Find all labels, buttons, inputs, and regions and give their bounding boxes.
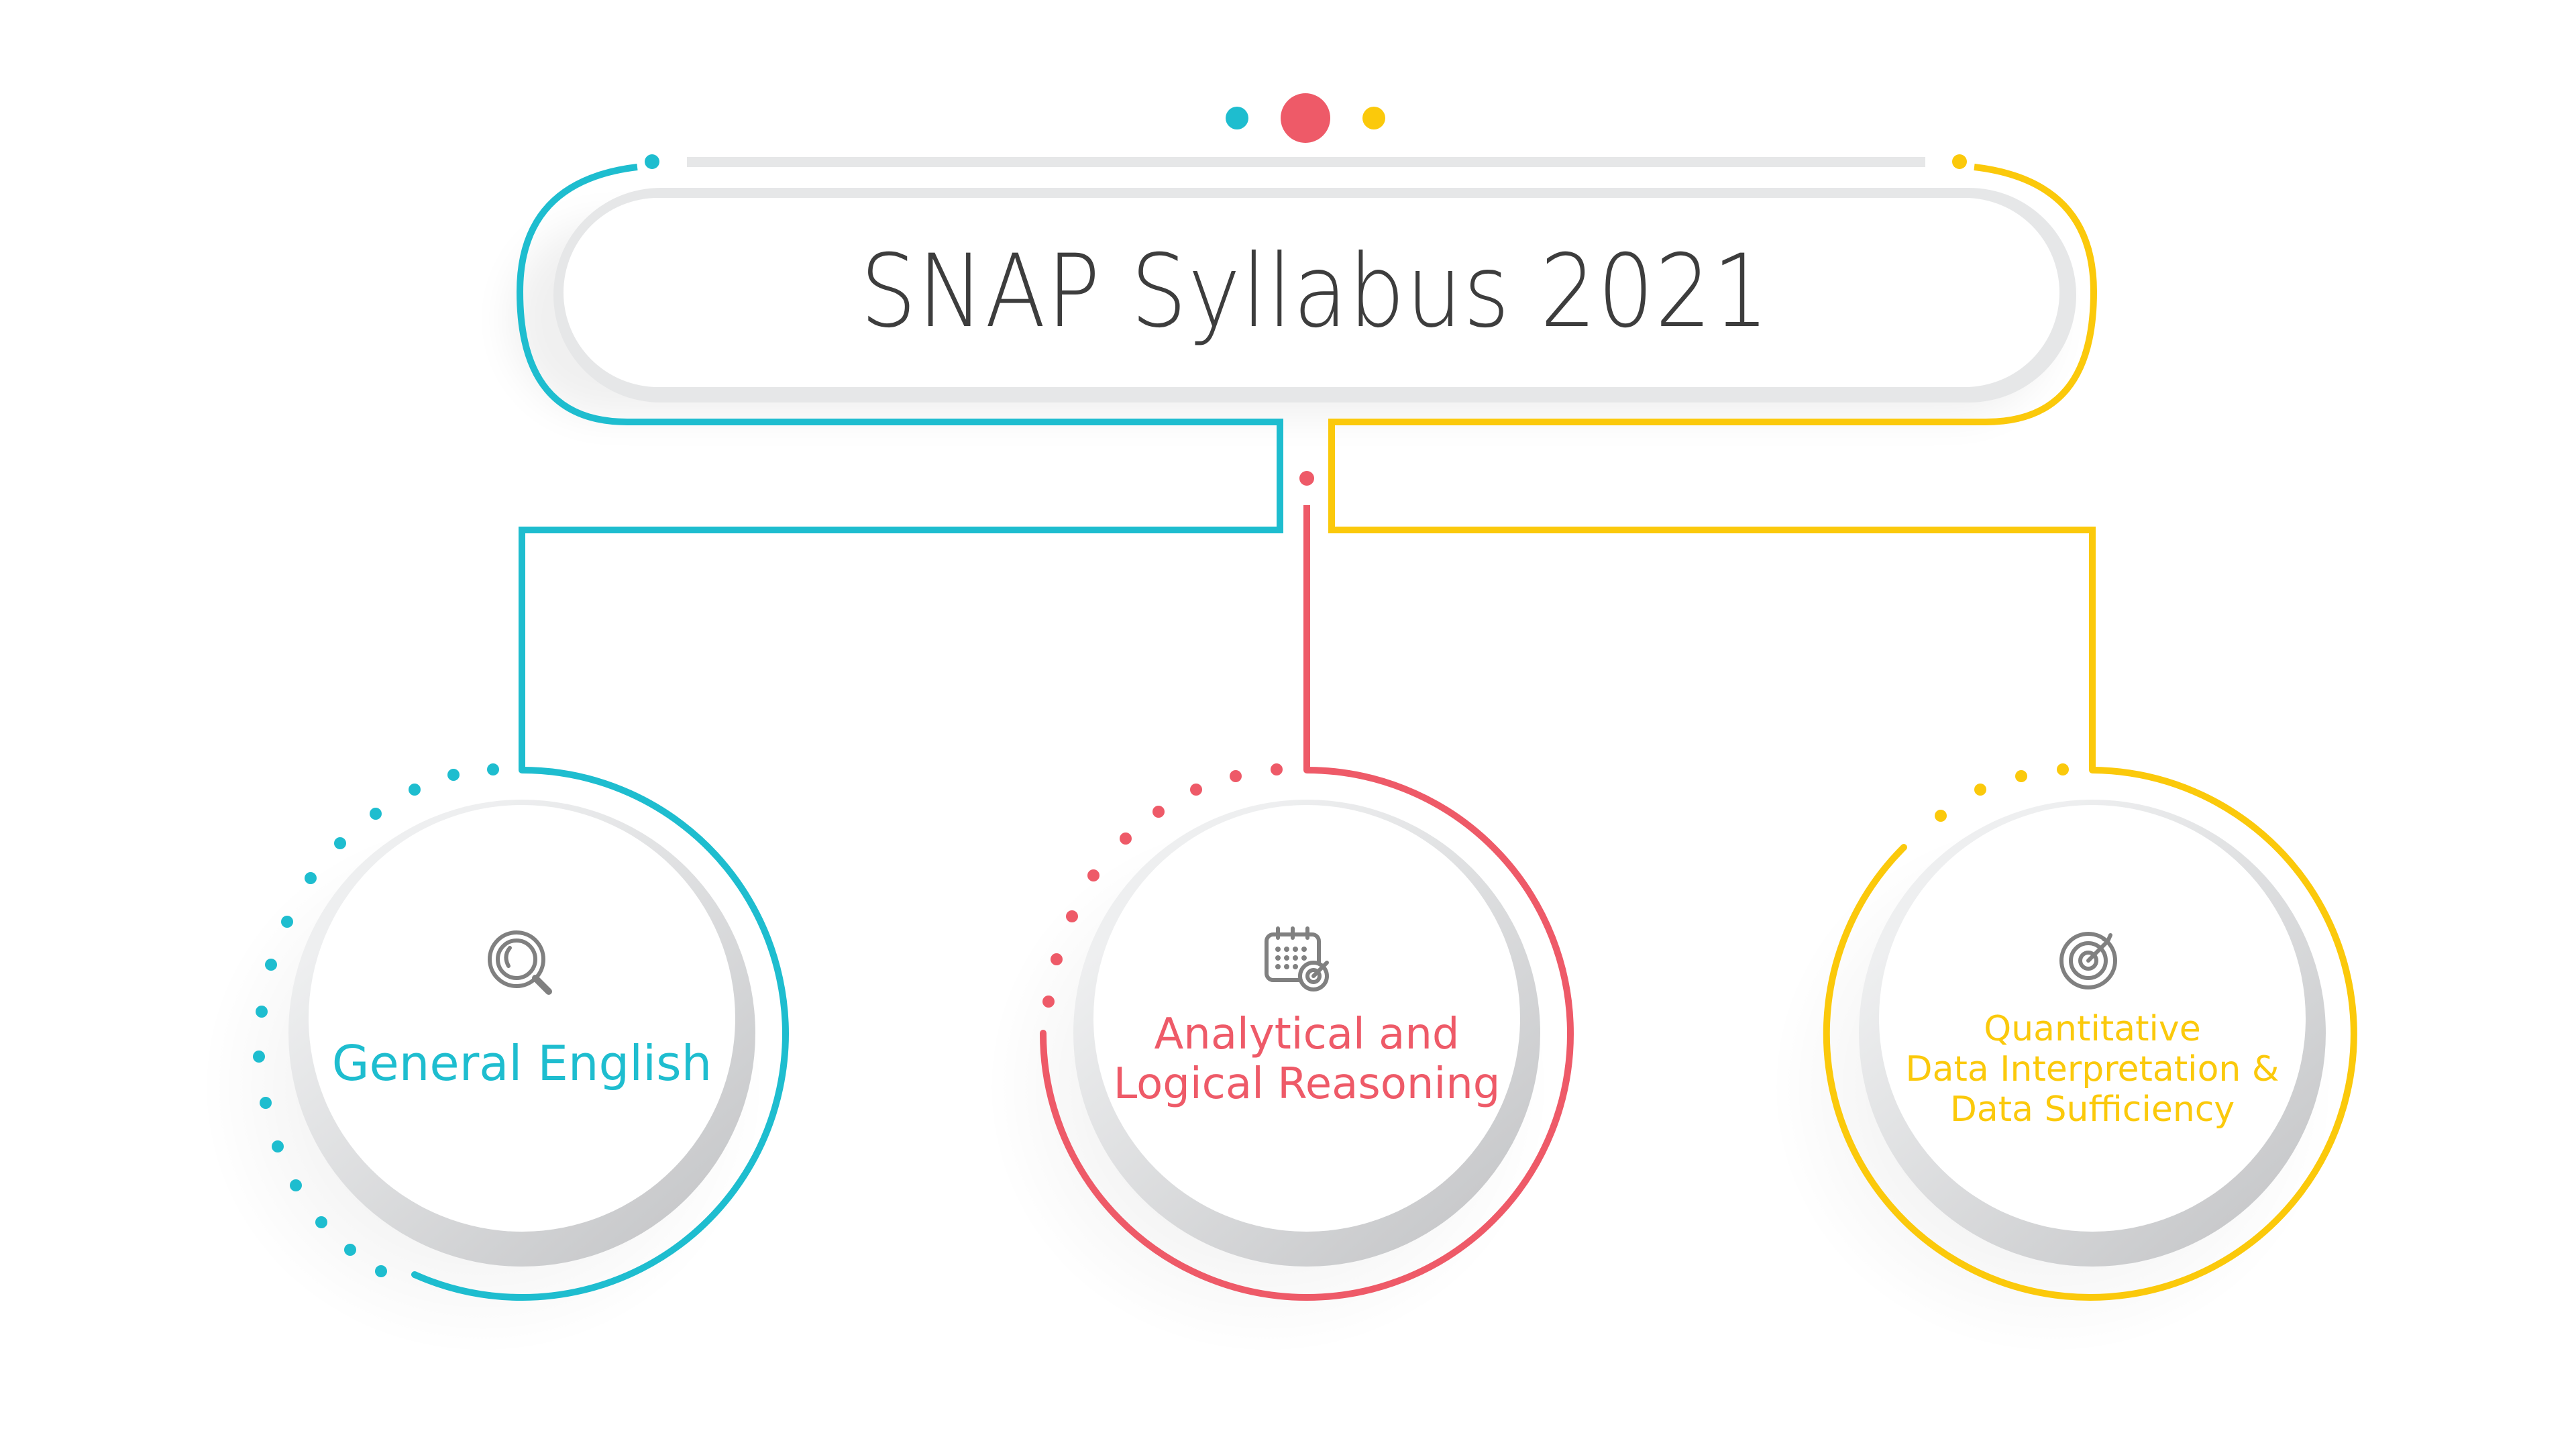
calendar-target-icon (1265, 926, 1329, 991)
title-pill (510, 188, 2076, 416)
node-analytical-reasoning (986, 763, 1574, 1355)
dot-red (1281, 93, 1330, 143)
label-line: Data Sufficiency (1949, 1089, 2235, 1130)
dotted-arc (1042, 763, 1283, 1008)
bar-dot-left (645, 154, 659, 169)
page-title: SNAP Syllabus 2021 (860, 233, 1770, 350)
label-line: Data Interpretation & (1905, 1049, 2279, 1090)
node-quantitative (1771, 763, 2357, 1355)
label-line: General English (331, 1034, 712, 1091)
section-label-analytical-reasoning: Analytical and Logical Reasoning (1092, 1000, 1521, 1120)
bar-dot-right (1952, 154, 1967, 169)
teal-connector (516, 164, 1283, 770)
top-bar (687, 157, 1925, 167)
header-dots (1226, 93, 1385, 143)
dotted-arc (253, 763, 499, 1277)
red-connector-dot (1299, 471, 1314, 486)
dotted-arc (1935, 763, 2069, 822)
dot-teal (1226, 107, 1248, 129)
label-line: Analytical and (1154, 1010, 1460, 1060)
section-label-general-english: General English (321, 1033, 723, 1093)
dot-yellow (1362, 107, 1385, 129)
magnifier-icon (488, 930, 552, 995)
yellow-connector (1328, 164, 2098, 770)
section-label-quantitative: Quantitative Data Interpretation & Data … (1884, 1000, 2300, 1140)
label-line: Logical Reasoning (1113, 1059, 1501, 1109)
label-line: Quantitative (1984, 1009, 2201, 1050)
target-arrow-icon (2059, 932, 2117, 989)
node-general-english (201, 763, 789, 1355)
